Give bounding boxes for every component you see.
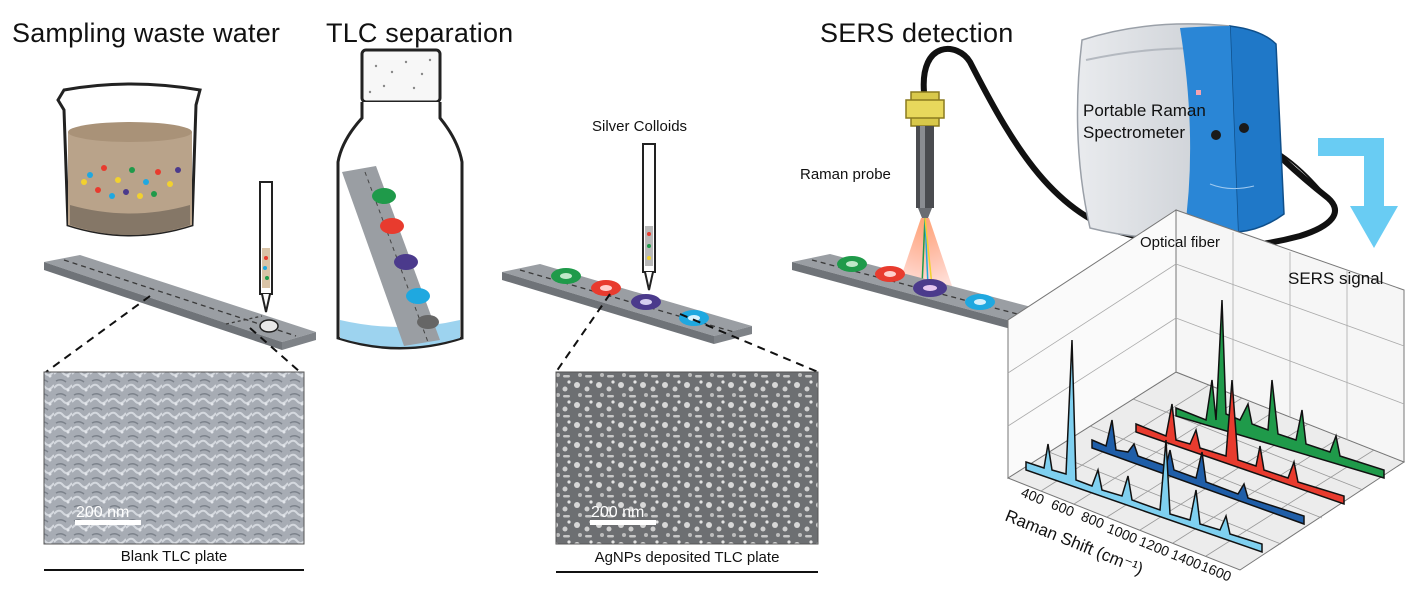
spot-blue xyxy=(406,288,430,304)
bottle-cap xyxy=(360,48,442,104)
sample-spot xyxy=(259,319,279,333)
spectrum-darkblue xyxy=(1091,419,1305,526)
label-optical-fiber: Optical fiber xyxy=(1140,234,1221,251)
signal-arrow xyxy=(1318,138,1398,248)
spot-green xyxy=(372,188,396,204)
stage-title-sers: SERS detection xyxy=(820,18,1014,48)
stage-title-tlc: TLC separation xyxy=(326,18,514,48)
spot-purple xyxy=(394,254,418,270)
capillary-tube xyxy=(259,181,273,313)
tlc-plate-sample xyxy=(44,255,316,350)
scale-bar-label-blank: 200 nm xyxy=(76,504,130,521)
spot-red xyxy=(380,218,404,234)
raman-probe xyxy=(898,91,952,287)
tlc-chamber xyxy=(336,48,464,350)
label-sers-signal: SERS signal xyxy=(1288,269,1384,288)
spectrum-red xyxy=(1135,379,1345,506)
label-spectrometer-line2: Spectrometer xyxy=(1083,123,1186,142)
stage-title-sampling: Sampling waste water xyxy=(12,18,281,48)
caption-blank-tlc: Blank TLC plate xyxy=(44,546,304,568)
sem-image-agnp xyxy=(555,371,819,573)
tlc-plate-separated xyxy=(502,264,752,344)
caption-agnp-tlc: AgNPs deposited TLC plate xyxy=(556,546,818,570)
waste-water xyxy=(68,126,192,235)
laser-beam xyxy=(898,218,952,286)
beaker xyxy=(56,82,202,237)
silver-colloid-capillary xyxy=(642,143,656,291)
label-silver-colloids: Silver Colloids xyxy=(592,118,688,135)
label-spectrometer-line1: Portable Raman xyxy=(1083,101,1206,120)
suspended-particles xyxy=(81,165,181,199)
portable-raman-spectrometer xyxy=(1076,23,1285,239)
sers-spectra-plot xyxy=(1006,209,1406,571)
sem-image-blank xyxy=(43,371,305,571)
label-raman-probe: Raman probe xyxy=(800,166,891,183)
spectrum-green xyxy=(1175,299,1385,480)
scale-bar-label-agnp: 200 nm xyxy=(591,504,645,521)
spectrum-lightblue xyxy=(1025,339,1263,554)
